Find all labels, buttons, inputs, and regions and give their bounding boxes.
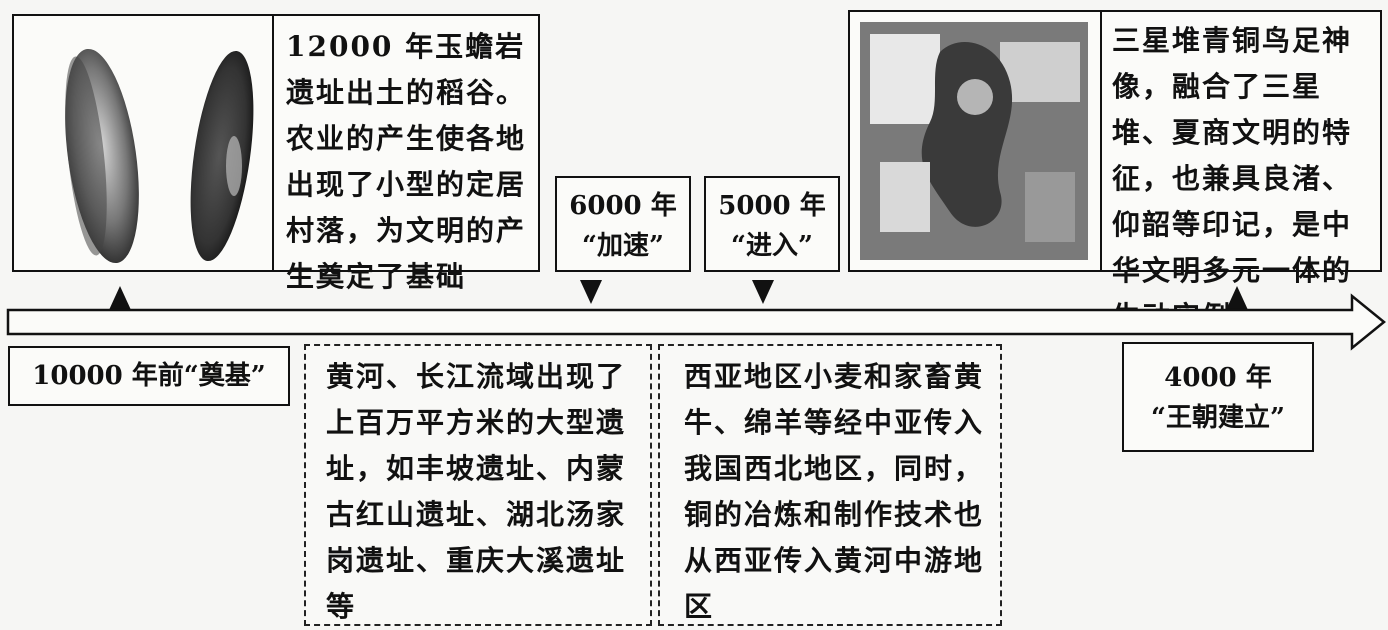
bronze-description: 三星堆青铜鸟足神像，融合了三星堆、夏商文明的特征，也兼具良渚、仰韶等印记，是中华… xyxy=(1112,24,1353,333)
bronze-panel: 三星堆青铜鸟足神像，融合了三星堆、夏商文明的特征，也兼具良渚、仰韶等印记，是中华… xyxy=(848,10,1382,333)
marker-6000-box: 6000 年 “加速” xyxy=(555,176,691,272)
note-5000-text: 西亚地区小麦和家畜黄牛、绵羊等经中亚传入我国西北地区，同时，铜的冶炼和制作技术也… xyxy=(684,360,985,623)
rice-description: 12000 年玉蟾岩遗址出土的稻谷。农业的产生使各地出现了小型的定居村落，为文明… xyxy=(286,30,527,293)
marker-5000-box: 5000 年 “进入” xyxy=(704,176,840,272)
marker-6000-year: 6000 年 xyxy=(569,191,677,221)
marker-4000-year: 4000 年 xyxy=(1164,363,1272,393)
note-5000: 西亚地区小麦和家畜黄牛、绵羊等经中亚传入我国西北地区，同时，铜的冶炼和制作技术也… xyxy=(658,344,1002,626)
pointer-6000 xyxy=(580,280,602,304)
pointer-5000 xyxy=(752,280,774,304)
bronze-image-area xyxy=(850,12,1102,270)
rice-panel: 12000 年玉蟾岩遗址出土的稻谷。农业的产生使各地出现了小型的定居村落，为文明… xyxy=(12,14,540,293)
marker-5000-title: “进入” xyxy=(731,231,813,261)
note-6000: 黄河、长江流域出现了上百万平方米的大型遗址，如丰坡遗址、内蒙古红山遗址、湖北汤家… xyxy=(304,344,652,626)
bronze-statue-icon xyxy=(860,22,1088,260)
rice-grain-icon xyxy=(65,48,254,264)
marker-4000-title: “王朝建立” xyxy=(1151,403,1285,433)
note-6000-text: 黄河、长江流域出现了上百万平方米的大型遗址，如丰坡遗址、内蒙古红山遗址、湖北汤家… xyxy=(326,360,627,623)
timeline-arrow xyxy=(6,293,1386,351)
pointer-4000 xyxy=(1226,286,1248,310)
marker-6000-title: “加速” xyxy=(582,231,664,261)
pointer-10000 xyxy=(109,286,131,310)
marker-10000-box: 10000 年前“奠基” xyxy=(8,346,290,406)
rice-image-area xyxy=(14,16,274,270)
marker-5000-year: 5000 年 xyxy=(718,191,826,221)
marker-4000-box: 4000 年 “王朝建立” xyxy=(1122,342,1314,452)
marker-10000-label: 10000 年前“奠基” xyxy=(32,361,266,391)
